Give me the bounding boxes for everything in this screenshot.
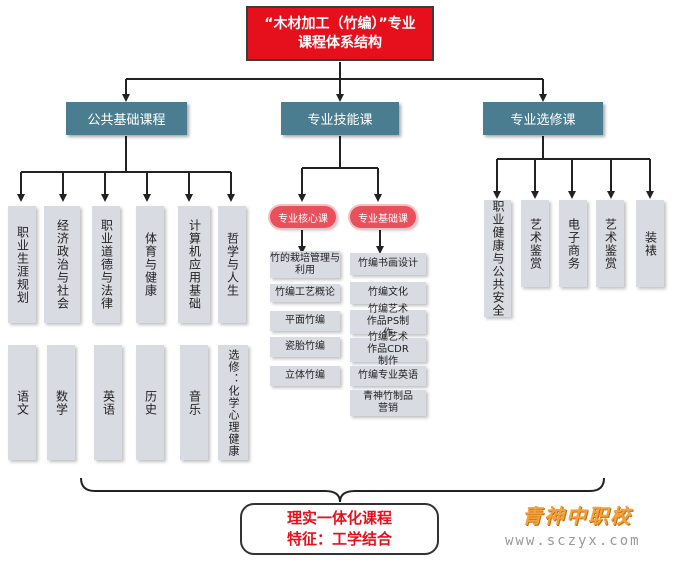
course-public-top: 体育与健康 (136, 206, 164, 323)
course-public-top: 哲学与人生 (218, 206, 246, 323)
elective-course: 职业健康与公共安全 (484, 200, 511, 317)
category-elective: 专业选修课 (483, 102, 603, 135)
tag-core-course: 专业核心课 (270, 206, 336, 228)
title-line1: “木材加工（竹编）”专业 (264, 15, 416, 32)
course-public-bottom: 选修：化学心理健康 (218, 345, 248, 460)
summary-line2: 特征：工学结合 (286, 530, 392, 548)
category-skill: 专业技能课 (281, 102, 399, 135)
course-public-top: 职业道德与法律 (92, 206, 120, 323)
course-public-bottom: 英语 (94, 345, 122, 460)
base-course-item: 青神竹制品营销 (350, 390, 426, 416)
core-course-item: 竹编工艺概论 (270, 284, 340, 302)
summary-box: 理实一体化课程 特征：工学结合 (240, 503, 439, 555)
course-public-top: 经济政治与社会 (44, 206, 80, 323)
tag-base-course: 专业基础课 (350, 206, 416, 228)
elective-course: 艺术鉴赏 (521, 200, 549, 287)
elective-course: 艺术鉴赏 (596, 200, 624, 287)
core-course-item: 瓷胎竹编 (270, 337, 340, 357)
base-course-item: 竹编文化 (350, 282, 426, 304)
diagram-title: “木材加工（竹编）”专业 课程体系结构 (246, 6, 434, 61)
base-course-item: 竹编书画设计 (350, 253, 426, 275)
elective-course: 装裱 (636, 200, 664, 287)
base-course-item: 竹编专业英语 (350, 366, 426, 386)
summary-line1: 理实一体化课程 (286, 509, 392, 527)
course-public-bottom: 语文 (8, 345, 36, 460)
course-public-bottom: 历史 (136, 345, 164, 460)
watermark-logo: 青神中职校 (522, 504, 632, 528)
course-public-bottom: 数学 (47, 345, 75, 460)
course-public-bottom: 音乐 (180, 345, 208, 460)
title-line2: 课程体系结构 (298, 34, 382, 51)
core-course-item: 平面竹编 (270, 311, 340, 331)
core-course-item: 竹的栽培管理与利用 (270, 251, 340, 278)
elective-course: 电子商务 (559, 200, 587, 287)
watermark-url: www.sczyx.com (505, 533, 641, 549)
category-public: 公共基础课程 (66, 102, 187, 135)
core-course-item: 立体竹编 (270, 366, 340, 386)
base-course-item: 竹编艺术作品CDR制作 (350, 332, 426, 367)
course-public-top: 职业生涯规划 (8, 206, 36, 323)
base-course-item: 竹编艺术作品PS制作 (350, 304, 426, 339)
course-public-top: 计算机应用基础 (178, 206, 210, 323)
